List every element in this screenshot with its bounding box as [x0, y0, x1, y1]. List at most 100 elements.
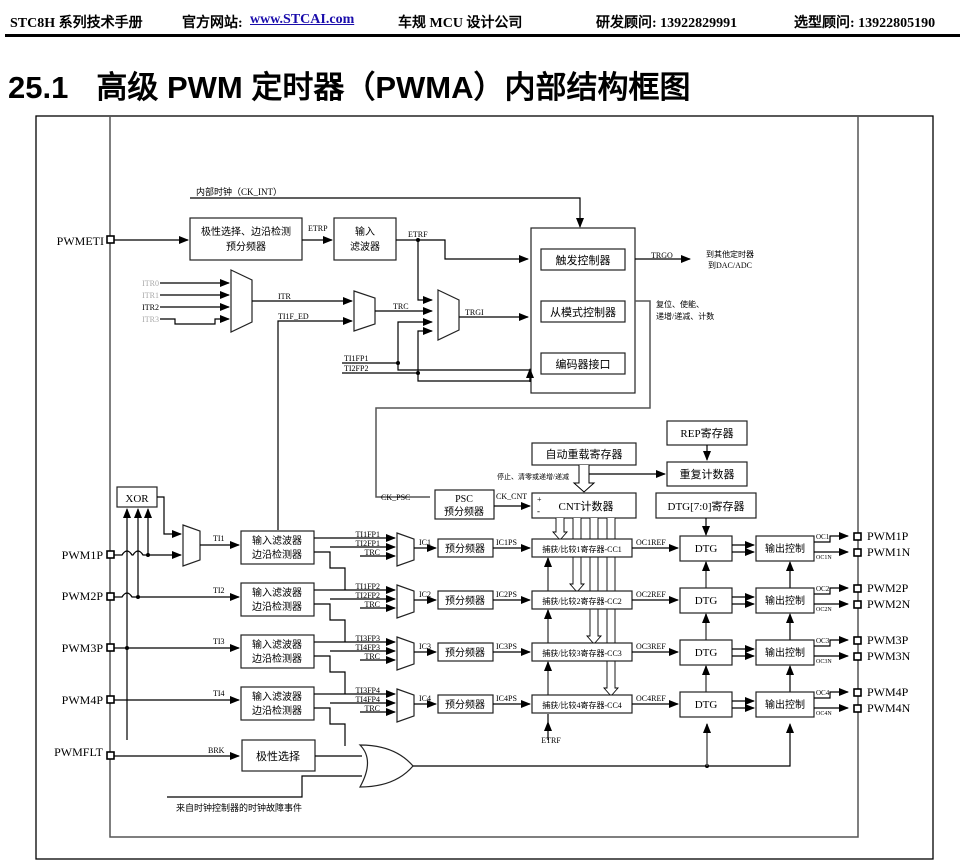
- bus-cc1: [552, 518, 568, 541]
- repetition-counter: [666, 461, 748, 487]
- pin-pwmflt: PWMFLT: [54, 745, 104, 759]
- xor-out: [157, 496, 182, 538]
- ti1f-ed-label: TI1F_ED: [278, 312, 309, 321]
- output-pin-pad: [853, 600, 862, 609]
- ti3-label: TI3: [213, 637, 225, 646]
- output-control-label: 输出控制: [765, 698, 805, 711]
- trgi-label: TRGI: [465, 308, 484, 317]
- output-pin-pad: [853, 704, 862, 713]
- cc-label: 捕获/比较1寄存器-CC1: [542, 544, 622, 554]
- filter-label-1: 输入滤波器: [252, 534, 302, 547]
- auto-reload-label: 自动重载寄存器: [546, 447, 623, 461]
- ti1-label: TI1: [213, 534, 225, 543]
- pin-pwm1p: PWM1P: [62, 548, 104, 562]
- sales-contact: 选型顾问: 13922805190: [794, 16, 936, 31]
- etr-block-line2: 预分频器: [226, 240, 266, 253]
- ti1f-ed-wire: [277, 317, 353, 530]
- slave-mode-label: 从模式控制器: [550, 305, 616, 319]
- filter-cross: [314, 551, 346, 590]
- oc-label: OC4: [816, 689, 830, 697]
- itr3-wire: [160, 315, 230, 325]
- etrf-to-trgi: [417, 240, 433, 304]
- output-pin-pwm1p: PWM1P: [867, 529, 909, 543]
- xor-label: XOR: [125, 493, 149, 505]
- pin-pwm3p-pad: [106, 643, 115, 652]
- output-pin-pwm4n: PWM4N: [867, 701, 911, 715]
- repetition-counter-label: 重复计数器: [680, 467, 735, 481]
- slave-out-2: 递增/递减、计数: [656, 311, 714, 321]
- filter-label-2: 边沿检测器: [252, 548, 302, 561]
- ocref-label: OC2REF: [636, 590, 666, 599]
- fp-label: TI4FP4: [356, 695, 380, 704]
- prescaler-label: 预分频器: [445, 594, 485, 607]
- ocref-label: OC4REF: [636, 694, 666, 703]
- output-control-label: 输出控制: [765, 646, 805, 659]
- slave-out-1: 复位、使能、: [656, 299, 704, 309]
- output-pin-pad: [853, 652, 862, 661]
- oc-wire: [814, 584, 849, 595]
- slave-output-wire: [375, 300, 651, 498]
- fp-label: TI3FP3: [356, 634, 380, 643]
- trc-mux: [353, 290, 376, 332]
- output-control: [755, 587, 815, 614]
- output-pin-pad: [853, 548, 862, 557]
- output-control: [755, 639, 815, 666]
- dtg-register: [655, 492, 757, 519]
- filter-label-1: 输入滤波器: [252, 586, 302, 599]
- ti1fp1-to-trgi: [397, 318, 433, 363]
- filter-label-1: 输入滤波器: [252, 638, 302, 651]
- input-filter-edge-detector: [240, 634, 315, 669]
- reload-bus-arrow: [572, 465, 596, 493]
- dtg-block: [679, 587, 733, 614]
- oc-wire: [814, 636, 849, 647]
- ocn-label: OC2N: [816, 607, 832, 613]
- filter-cross: [314, 707, 346, 746]
- capture-compare-channels: 输入滤波器边沿检测器TI1FP1TI2FP1TRCIC1预分频器IC1PS捕获/…: [240, 530, 849, 746]
- psc-prescaler: [434, 489, 495, 520]
- dtg-block: [679, 691, 733, 718]
- filter-cross: [314, 603, 346, 642]
- filter-label-2: 边沿检测器: [252, 600, 302, 613]
- output-pin-pwm2p: PWM2P: [867, 581, 909, 595]
- ti2-label: TI2: [213, 586, 225, 595]
- filter-label-2: 边沿检测器: [252, 652, 302, 665]
- fp-label: TRC: [364, 600, 380, 609]
- cnt-plus: +: [537, 495, 542, 504]
- header-rule: [5, 34, 960, 37]
- filter-line1: 输入: [355, 225, 375, 238]
- site-label: 官方网站:: [182, 16, 243, 31]
- output-pin-pwm4p: PWM4P: [867, 685, 909, 699]
- ocn-label: OC3N: [816, 659, 832, 665]
- itr2: ITR2: [142, 303, 159, 312]
- pin-pwmflt-pad: [106, 751, 115, 760]
- rep-register: [666, 420, 748, 446]
- itr0: ITR0: [142, 279, 159, 288]
- ic-label: IC2: [419, 590, 431, 599]
- bus-cc3: [586, 518, 602, 645]
- stop-note: 停止、清零或递增/递减: [497, 472, 569, 481]
- output-pin-pad: [853, 584, 862, 593]
- or-gate: [358, 744, 414, 788]
- etr-polarity-block: [189, 217, 303, 261]
- company-tagline: 车规 MCU 设计公司: [398, 16, 523, 31]
- slave-mode-controller: [540, 300, 626, 323]
- fp-label: TI1FP1: [356, 530, 380, 539]
- pwm2p-wire: [114, 592, 240, 601]
- itr1: ITR1: [142, 291, 159, 300]
- pin-pwm2p: PWM2P: [62, 589, 104, 603]
- etr-input-filter: [333, 217, 397, 261]
- rd-contact: 研发顾问: 13922829991: [596, 16, 738, 31]
- site-link[interactable]: www.STCAI.com: [250, 12, 355, 27]
- ti1fp1-label: TI1FP1: [344, 354, 368, 363]
- encoder-interface: [540, 352, 626, 375]
- ti1-mux: [182, 524, 201, 567]
- dtg-block: [679, 535, 733, 562]
- ic-mux: [396, 532, 415, 567]
- clock-fault-label: 来自时钟控制器的时钟故障事件: [176, 802, 302, 813]
- ic-mux: [396, 688, 415, 723]
- encoder-label: 编码器接口: [556, 357, 611, 371]
- pin-pwm1p-pad: [106, 550, 115, 559]
- ti2fp2-to-encoder: [417, 368, 534, 382]
- trigger-controller: [540, 248, 626, 271]
- etrp-label: ETRP: [308, 224, 328, 233]
